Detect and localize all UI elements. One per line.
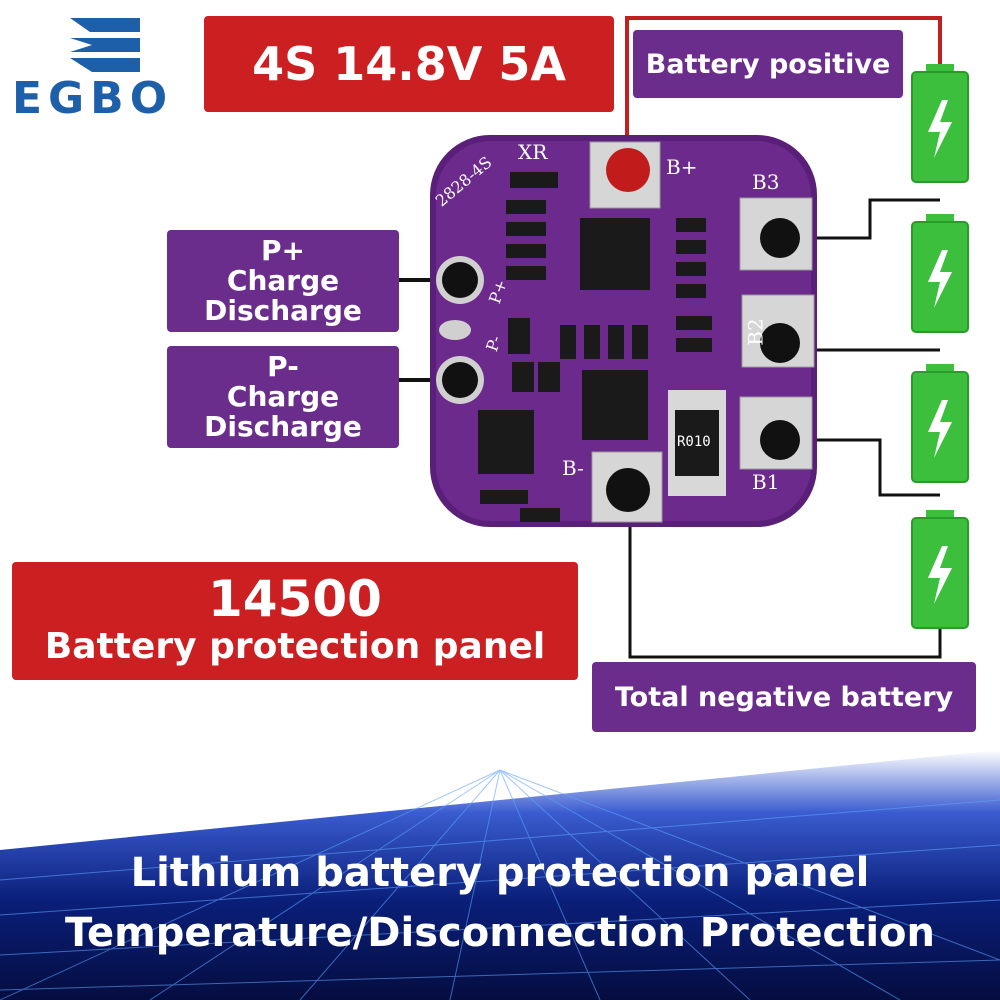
spec-badge: 4S 14.8V 5A — [204, 16, 614, 112]
brand-logo-text: EGBO — [12, 73, 174, 124]
product-badge: 14500 Battery protection panel — [12, 562, 578, 680]
p-minus-line2: Discharge — [204, 410, 362, 443]
wiring-diagram — [398, 16, 969, 659]
product-subtitle: Battery protection panel — [44, 626, 546, 667]
p-minus-title: P- — [267, 350, 299, 383]
battery-cells — [911, 64, 969, 629]
negative-wire — [628, 490, 942, 659]
board-b1-text: B1 — [752, 470, 780, 494]
total-negative-label: Total negative battery — [592, 662, 976, 732]
p-plus-line1: Charge — [226, 264, 340, 297]
b1-wire — [780, 438, 940, 497]
brand-logo: EGBO — [10, 12, 205, 124]
board-b-plus-text: B+ — [666, 155, 698, 179]
battery-cell-1 — [911, 64, 969, 183]
banner-line-2: Temperature/Disconnection Protection — [64, 910, 936, 956]
board-xr-text: XR — [518, 140, 548, 164]
banner-background — [0, 750, 1000, 1000]
b3-wire — [780, 198, 940, 240]
p-plus-title: P+ — [261, 234, 305, 267]
mosfet-1 — [478, 410, 534, 474]
board-b-minus-text: B- — [562, 456, 584, 480]
shunt-resistor-text: R010 — [677, 434, 711, 450]
brand-logo-mark — [70, 18, 140, 72]
p-plus-label: P+ Charge Discharge — [167, 230, 399, 332]
p-minus-label: P- Charge Discharge — [167, 346, 399, 448]
bottom-banner: Lithium battery protection panel Tempera… — [0, 730, 1000, 1000]
battery-cell-3 — [911, 364, 969, 483]
p-minus-line1: Charge — [226, 380, 340, 413]
battery-cell-4 — [911, 510, 969, 629]
positive-wire — [625, 16, 942, 170]
p-plus-line2: Discharge — [204, 294, 362, 327]
pcb-board — [430, 135, 817, 527]
battery-cell-2 — [911, 214, 969, 333]
battery-positive-label: Battery positive — [633, 30, 903, 98]
board-b2-text: B2 — [743, 318, 768, 346]
mosfet-2 — [582, 370, 648, 440]
board-b3-text: B3 — [752, 170, 780, 194]
product-model: 14500 — [208, 570, 382, 628]
banner-line-1: Lithium battery protection panel — [130, 850, 870, 896]
protection-ic — [580, 218, 650, 290]
